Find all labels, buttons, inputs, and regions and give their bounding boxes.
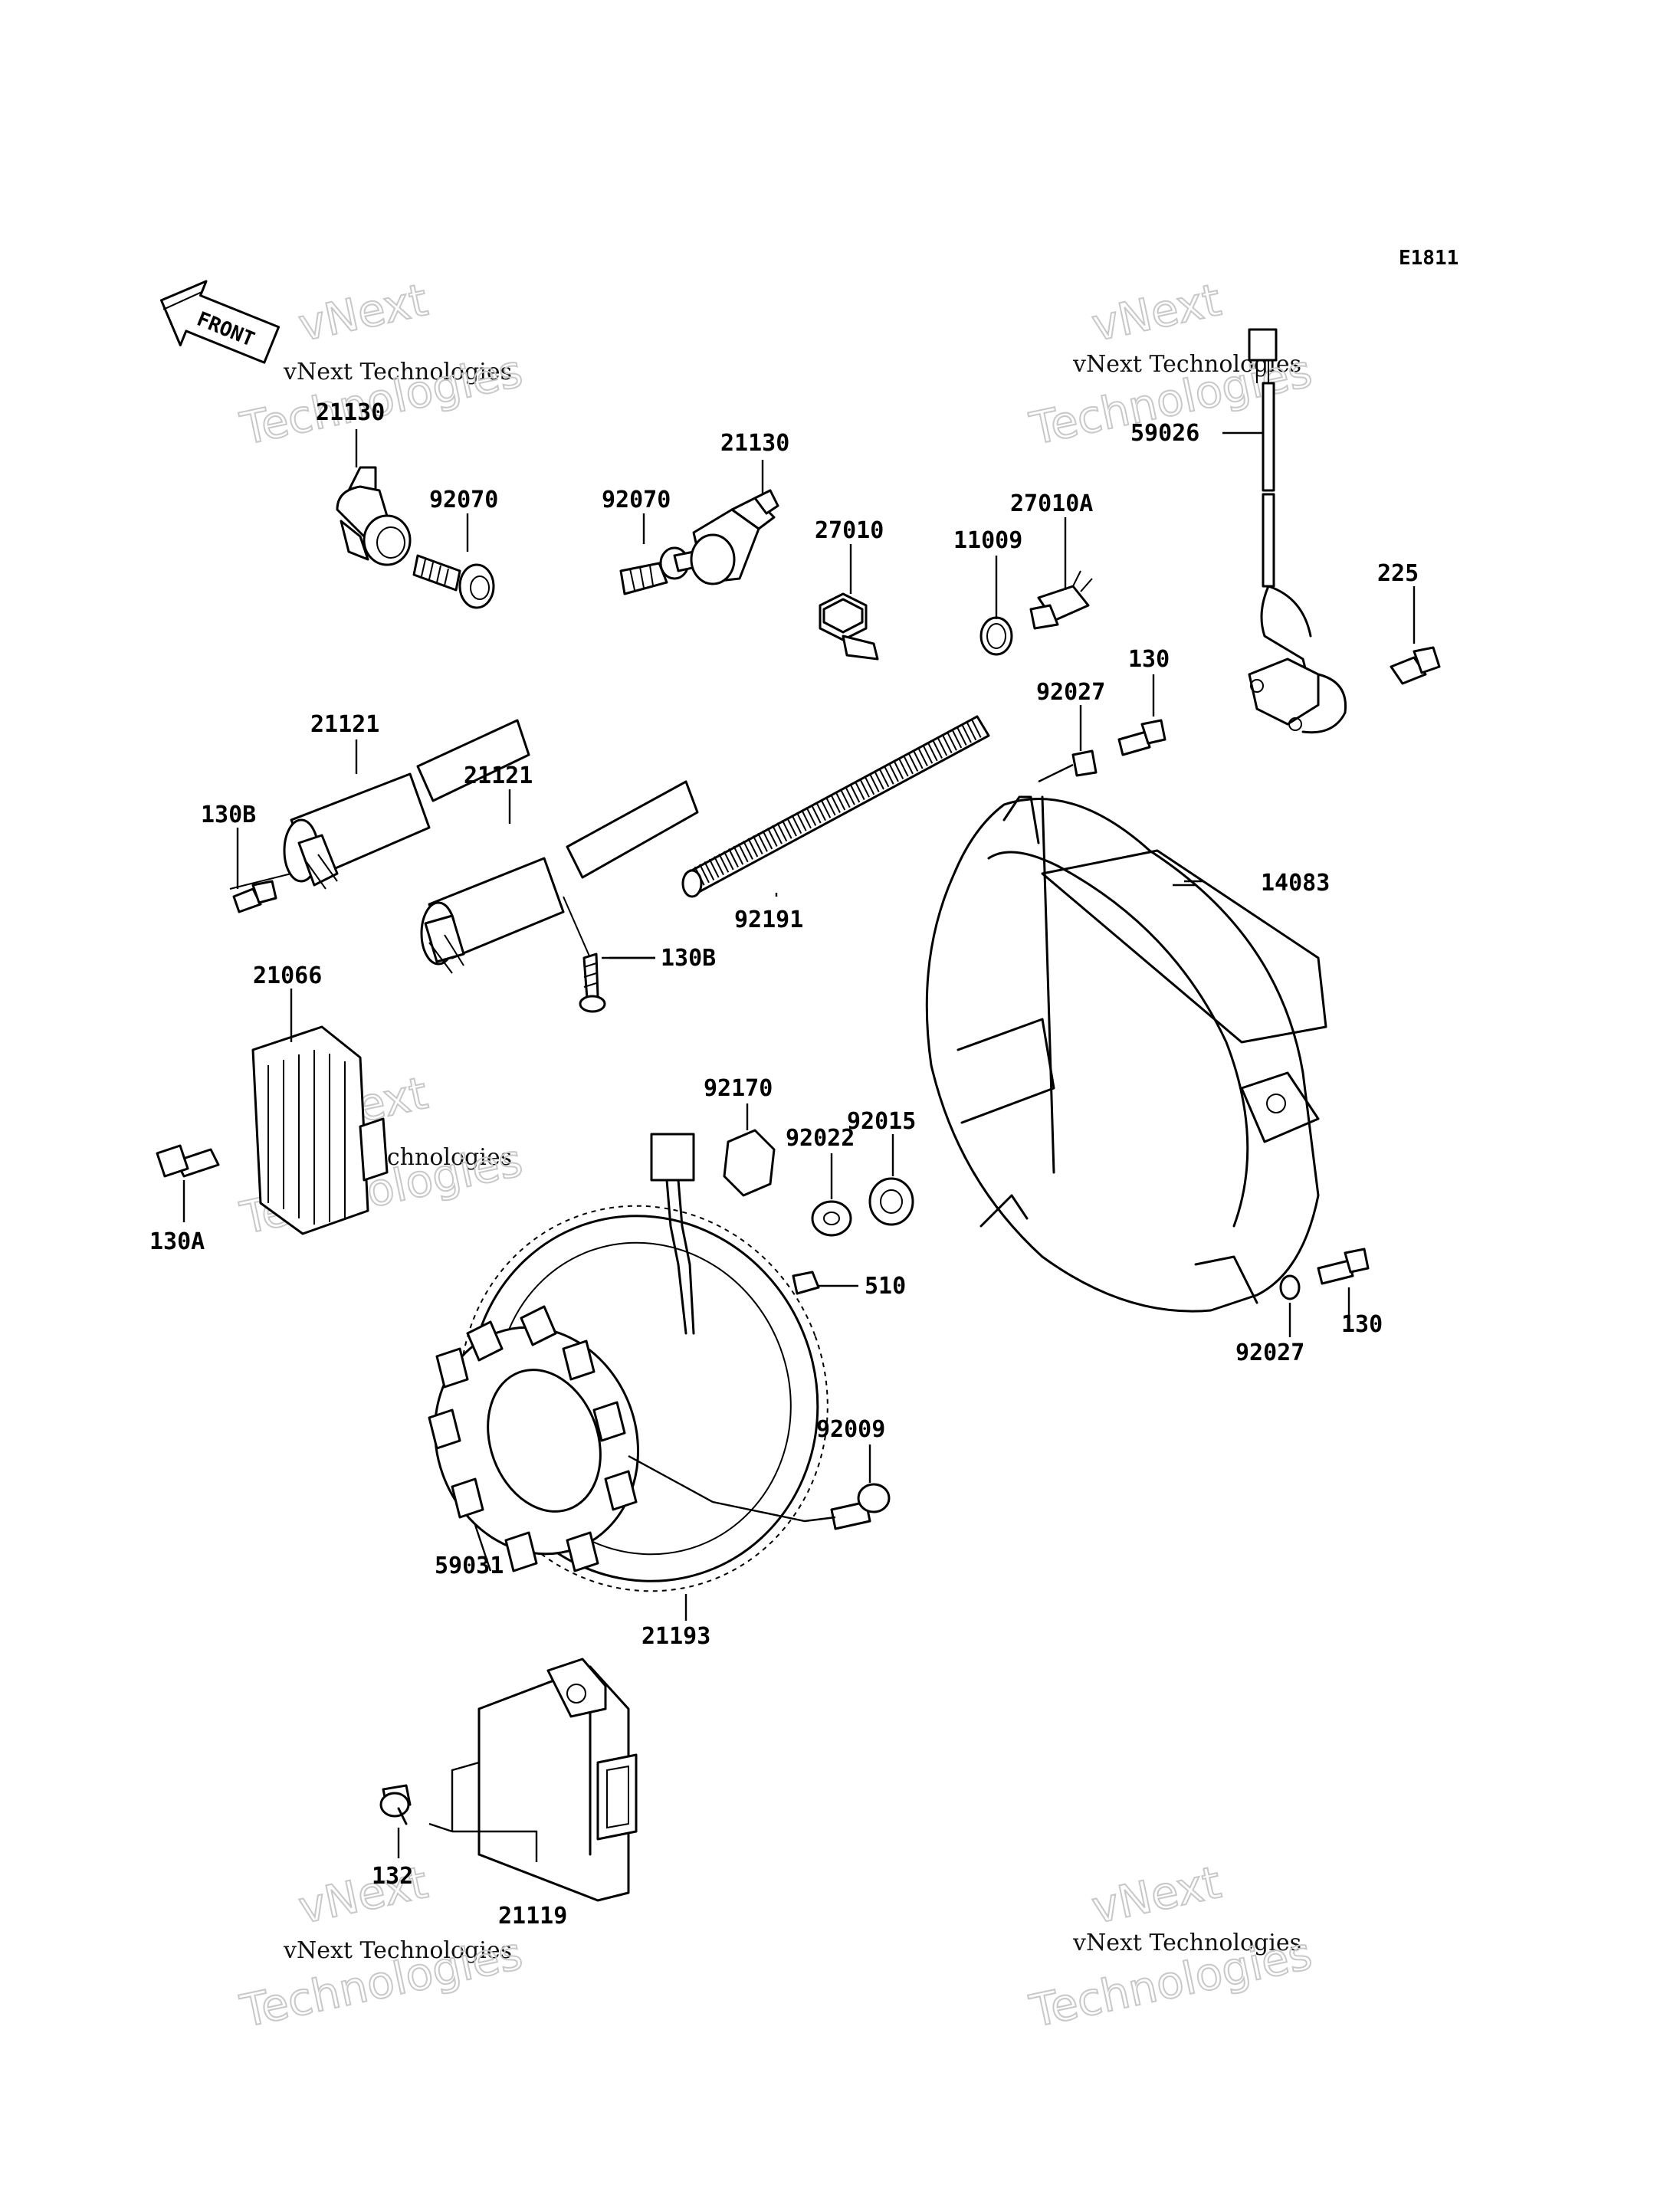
screw-130B-left [232,880,277,913]
label-21121-mid: 21121 [464,762,533,789]
label-11009: 11009 [953,527,1022,554]
label-510: 510 [865,1273,906,1300]
screw-225 [1390,646,1441,685]
label-92009: 92009 [816,1416,885,1443]
label-27010A: 27010A [1010,490,1093,517]
switch-27010A [1029,570,1093,630]
bolt-130-right [1317,1248,1370,1285]
label-130B-right: 130B [661,945,716,972]
label-132: 132 [372,1863,413,1890]
washer-92022 [811,1200,852,1237]
label-21121-left: 21121 [310,711,379,738]
clamp-92170 [723,1129,776,1197]
label-92027-top: 92027 [1036,679,1105,706]
bolt-132 [379,1784,412,1825]
label-92027-right: 92027 [1235,1340,1304,1366]
collar-92027-right [1279,1274,1301,1300]
label-59031: 59031 [435,1553,504,1579]
ignition-coil-mid [420,780,699,974]
label-92170: 92170 [704,1075,773,1102]
label-27010: 27010 [815,517,884,544]
spark-plug-cap-mid [690,489,779,585]
screw-130B-right [579,953,606,1013]
svg-text:vNext: vNext [1088,1856,1226,1934]
label-92070-mid: 92070 [602,487,671,513]
washer-11009 [979,616,1013,656]
label-21066: 21066 [253,962,322,989]
stator-wire-connector [650,1133,695,1335]
switch-27010 [819,592,879,661]
label-130A: 130A [149,1228,205,1255]
stator-59031 [428,1305,639,1572]
front-arrow-icon: FRONT [159,280,281,364]
regulator-21066 [156,1025,389,1235]
nut-92015 [868,1177,914,1226]
label-14083: 14083 [1261,870,1330,897]
label-92070-left: 92070 [429,487,498,513]
svg-text:vNext Technologies: vNext Technologies [1072,1930,1301,1956]
label-21119: 21119 [498,1903,567,1930]
svg-text:vNext: vNext [1088,274,1226,352]
spark-plug-cap-left [336,466,412,566]
cover-14083 [925,795,1327,1313]
terminal-92070-mid [619,546,697,595]
label-59026: 59026 [1130,420,1199,447]
cdi-unit-21119 [477,1658,638,1902]
label-130-right: 130 [1341,1311,1383,1338]
label-21130-mid: 21130 [720,430,789,457]
collar-92027-top [1071,749,1098,777]
watermark-bottom-right: vNext vNext Technologies Technologies [1025,1855,1317,2038]
watermark-top-left: vNext vNext Technologies Technologies [235,273,528,456]
label-130B-left: 130B [201,802,256,828]
label-21130-left: 21130 [316,399,385,426]
label-92015: 92015 [847,1108,916,1135]
svg-text:vNext Technologies: vNext Technologies [283,1937,512,1964]
label-225: 225 [1377,560,1419,587]
corrugated-tube-92191 [681,715,990,898]
diagram-code: E1811 [1399,247,1459,270]
svg-text:vNext: vNext [294,274,432,352]
leader-lines [182,429,1416,1862]
terminal-92070-left [412,554,495,609]
ignition-coil-left [229,719,530,890]
bolt-92009 [830,1483,891,1530]
part-labels: 21130 92070 92070 21130 27010 11009 2701… [149,399,1419,1930]
label-92191: 92191 [734,907,803,933]
sensor-59026 [1248,328,1347,734]
svg-text:vNext Technologies: vNext Technologies [283,359,512,385]
label-21193: 21193 [641,1623,710,1650]
label-130-top: 130 [1128,646,1170,673]
label-92022: 92022 [786,1125,855,1152]
key-510 [792,1271,820,1295]
bolt-130-top [1117,719,1166,756]
